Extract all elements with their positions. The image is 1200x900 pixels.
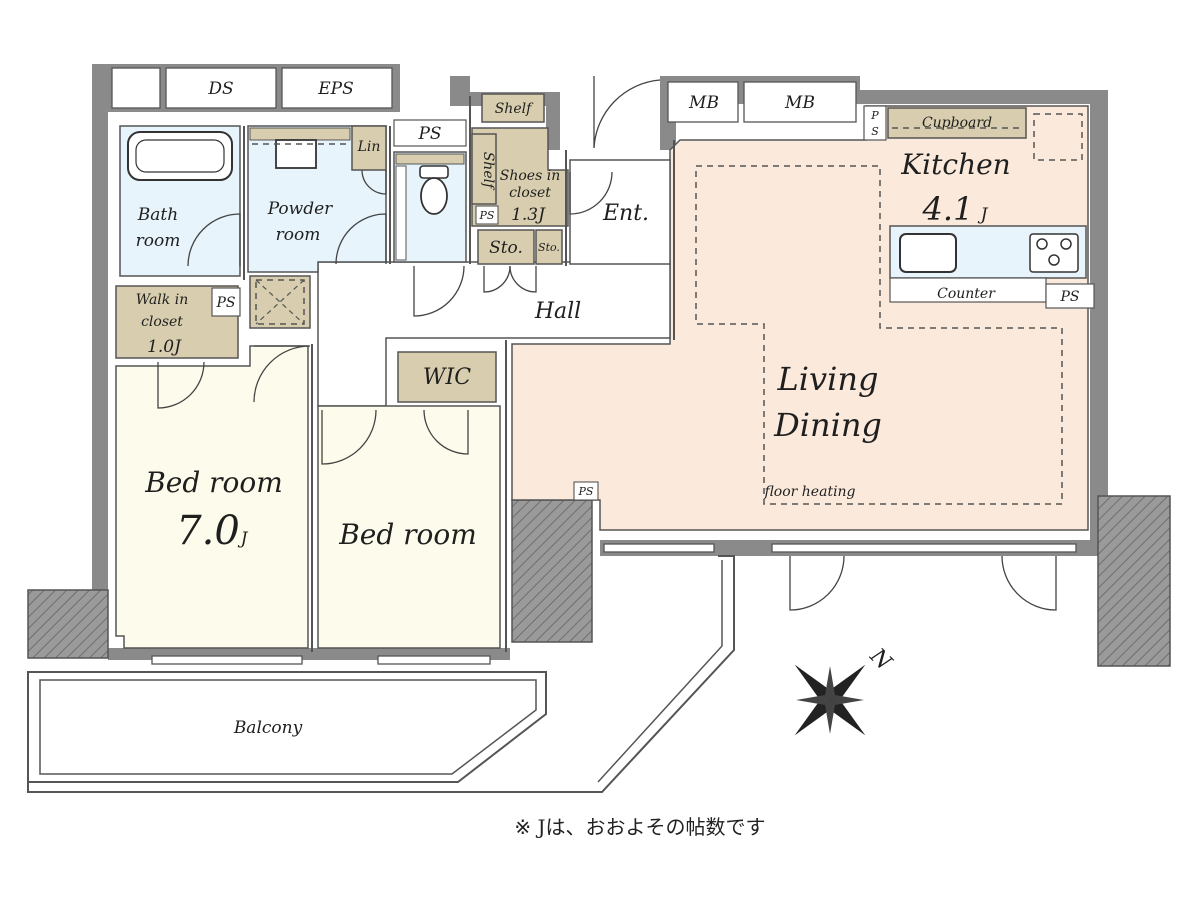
wic-label: WIC <box>423 365 471 390</box>
eps-label: EPS <box>317 79 354 99</box>
sink-icon <box>899 233 957 273</box>
linen-closet <box>351 125 387 171</box>
sto-large-label: Sto. <box>489 238 523 258</box>
counter-ledge <box>889 277 1047 303</box>
bath-line2: room <box>136 231 181 251</box>
shelf-top <box>481 93 545 123</box>
bedroom-second <box>317 405 501 649</box>
cupboard <box>887 107 1027 139</box>
entrance <box>569 159 671 265</box>
ps-walkin-box <box>211 287 241 317</box>
bedroom-main-size: 7.0 <box>176 508 240 554</box>
ps-cupboard-box <box>863 105 887 141</box>
shaft-row <box>111 67 857 123</box>
floor-heating-label: floor heating <box>763 484 855 500</box>
shelf-side-label: Shelf <box>480 152 496 191</box>
floor-heating-area <box>695 165 1063 505</box>
ps-living-box <box>573 481 599 501</box>
windows <box>151 543 1077 665</box>
shoes-closet-line2: closet <box>509 185 551 201</box>
shoes-closet-line1: Shoes in <box>500 168 560 184</box>
kitchen-size: 4.1 <box>922 190 974 228</box>
fridge-space <box>1033 113 1083 161</box>
shelf-side <box>471 133 497 205</box>
mb-label-1: MB <box>688 93 719 113</box>
ps-top-box <box>393 119 467 147</box>
column-southwest <box>27 589 109 659</box>
compass-north-label: N <box>864 643 897 676</box>
sto-small-label: Sto. <box>538 241 560 254</box>
shoes-closet-size: 1.3J <box>511 205 546 225</box>
ps-kitchen-box <box>1045 283 1095 309</box>
bedroom-second-label: Bed room <box>338 518 477 551</box>
stove-icon <box>1029 233 1079 273</box>
kitchen-label: Kitchen <box>900 148 1010 181</box>
svg-text:S: S <box>871 125 879 138</box>
walkin-line2: closet <box>141 314 183 330</box>
counter-label: Counter <box>937 286 996 302</box>
powder-line1: Powder <box>267 199 333 219</box>
ps-top-label: PS <box>417 124 441 144</box>
ds-label: DS <box>207 79 233 99</box>
bedroom-main-label: Bed room <box>144 466 283 499</box>
compass-icon <box>794 664 866 736</box>
mb-label-2: MB <box>784 93 815 113</box>
bedroom-main <box>115 345 309 649</box>
balcony-label: Balcony <box>233 718 303 738</box>
wic <box>397 351 497 403</box>
ps-entrance-label: PS <box>479 209 495 222</box>
living-line2: Dining <box>773 406 882 444</box>
footnote: ※ Jは、おおよその帖数です <box>514 815 765 839</box>
walkin-line1: Walk in <box>136 292 188 308</box>
lin-label: Lin <box>357 139 381 155</box>
toilet-icon <box>419 165 449 215</box>
bath-line1: Bath <box>137 205 178 225</box>
entrance-label: Ent. <box>602 201 649 226</box>
balcony <box>27 671 547 783</box>
storage-small <box>535 229 563 265</box>
bedroom-main-unit: J <box>238 529 249 549</box>
shelf-top-label: Shelf <box>495 101 534 117</box>
living-line1: Living <box>777 360 879 398</box>
doors <box>157 76 1057 611</box>
svg-text:P: P <box>870 109 879 122</box>
ps-kitchen-label: PS <box>1059 289 1079 305</box>
hall-label: Hall <box>534 299 581 324</box>
balcony-east-rail <box>27 555 735 793</box>
powder-line2: room <box>276 225 321 245</box>
ps-walkin-label: PS <box>215 295 235 311</box>
walkin-size: 1.0J <box>147 337 182 357</box>
kitchen-unit: J <box>978 205 989 225</box>
column-center <box>511 499 593 643</box>
interior-partitions <box>243 96 675 652</box>
column-southeast <box>1097 495 1171 667</box>
bathtub-icon <box>127 131 233 181</box>
ps-entrance-box <box>475 205 499 225</box>
cupboard-label: Cupboard <box>922 115 992 131</box>
washing-machine-space <box>249 275 311 329</box>
ps-living-label: PS <box>578 485 594 498</box>
storage-large <box>477 229 535 265</box>
